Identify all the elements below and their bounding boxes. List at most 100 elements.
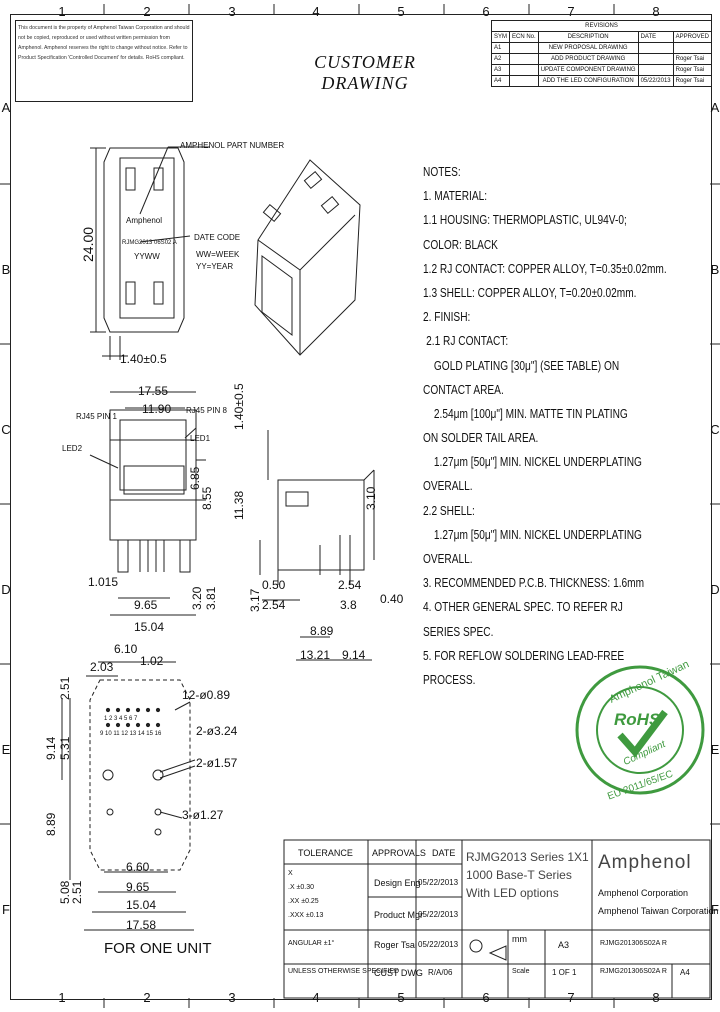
dim-15-04-fp: 15.04 <box>126 898 157 912</box>
dim-hole-3-24: 2-ø3.24 <box>196 724 238 738</box>
dim-11-90: 11.90 <box>142 402 172 416</box>
tolerance-line: .X ±0.30 <box>288 884 315 891</box>
dim-9-14-fp: 9.14 <box>44 736 58 760</box>
part-brand-label: Amphenol <box>126 216 163 225</box>
note-line: 3. RECOMMENDED P.C.B. THICKNESS: 1.6mm <box>423 575 645 591</box>
dim-13-21: 13.21 <box>300 648 331 662</box>
dim-9-65-fp: 9.65 <box>126 880 150 894</box>
revisions-table: REVISIONS SYM ECN No. DESCRIPTION DATE A… <box>490 20 712 87</box>
part-number-bottom: RJMG201306S02A R <box>600 968 667 975</box>
note-line: CONTACT AREA. <box>423 381 504 397</box>
rohs-label: RoHS <box>614 710 661 729</box>
title-block-lines <box>283 839 711 999</box>
callout-rj-pin1: RJ45 PIN 1 <box>76 412 117 421</box>
callout-ww-week: WW=WEEK <box>196 250 240 259</box>
dim-hole-1-27: 3-ø1.27 <box>182 808 224 822</box>
dim-2-51-top: 2.51 <box>58 676 72 700</box>
company-logo: Amphenol <box>598 852 692 873</box>
note-line: COLOR: BLACK <box>423 236 498 252</box>
approval-role: Product Mgr <box>374 910 424 920</box>
row-marker: B <box>1 262 11 277</box>
sheet-size: A3 <box>558 940 570 950</box>
note-line: PROCESS. <box>423 671 476 687</box>
dim-8-89-side: 8.89 <box>310 624 334 638</box>
rev-cell: A4 <box>490 75 511 87</box>
dim-1-40: 1.40±0.5 <box>120 352 167 366</box>
approval-date: 05/22/2013 <box>418 878 459 887</box>
note-line: 1.27μm [50μ"] MIN. NICKEL UNDERPLATING <box>433 526 642 542</box>
note-line: SERIES SPEC. <box>423 623 494 639</box>
revision-row: A1 NEW PROPOSAL DRAWING <box>490 42 712 54</box>
pcb-footprint <box>61 661 196 931</box>
company-line: Amphenol Taiwan Corporation <box>598 906 719 916</box>
approvals-header: APPROVALS <box>372 848 426 858</box>
row-marker: A <box>1 100 11 115</box>
row-marker: C <box>710 422 720 437</box>
dim-8-55: 8.55 <box>200 486 214 510</box>
side-front-view <box>89 391 206 616</box>
isometric-view <box>139 146 361 356</box>
notes-block: NOTES: 1. MATERIAL: 1.1 HOUSING: THERMOP… <box>423 160 713 692</box>
description-line: 1000 Base-T Series <box>466 868 572 882</box>
part-number: RJMG201306S02A R <box>600 940 667 947</box>
note-line: 5. FOR REFLOW SOLDERING LEAD-FREE <box>423 647 625 663</box>
angular-tolerance: ANGULAR ±1° <box>288 940 335 947</box>
pin-numbers-bottom: 9 10 11 12 13 14 15 16 <box>100 731 162 737</box>
callout-yy-year: YY=YEAR <box>196 262 234 271</box>
approval-role: Design Eng <box>374 878 421 888</box>
tolerance-line: X <box>288 870 293 877</box>
approval-role: Roger Tsai <box>374 940 417 950</box>
dim-hole-1-57: 2-ø1.57 <box>196 756 238 770</box>
note-line: 4. OTHER GENERAL SPEC. TO REFER RJ <box>423 599 623 615</box>
callout-for-one-unit: FOR ONE UNIT <box>104 940 212 957</box>
dim-9-14-side: 9.14 <box>342 648 366 662</box>
callout-led1: LED1 <box>190 434 211 443</box>
dim-17-55: 17.55 <box>138 384 169 398</box>
dim-2-54-a: 2.54 <box>262 598 286 612</box>
note-line: 1.27μm [50μ"] MIN. NICKEL UNDERPLATING <box>433 454 642 470</box>
proprietary-notice: This document is the property of Ampheno… <box>15 20 193 102</box>
dim-3-8: 3.8 <box>340 598 357 612</box>
callout-part-number: AMPHENOL PART NUMBER <box>180 141 285 150</box>
dim-1-02: 1.02 <box>140 654 164 668</box>
row-marker: F <box>2 902 10 917</box>
note-line: 2.54μm [100μ"] MIN. MATTE TIN PLATING <box>433 405 628 421</box>
rev-cell: Roger Tsai <box>672 75 712 87</box>
dim-1-40-side: 1.40±0.5 <box>232 383 246 430</box>
column-marker: 8 <box>652 4 660 19</box>
dim-2-51-bottom: 2.51 <box>70 880 84 904</box>
dim-2-54-b: 2.54 <box>338 578 362 592</box>
row-marker: D <box>710 582 720 597</box>
description-line: RJMG2013 Series 1X1 <box>466 850 589 864</box>
pin-numbers-top: 1 2 3 4 5 6 7 <box>104 716 138 722</box>
note-line: 2. FINISH: <box>423 309 471 325</box>
note-line: OVERALL. <box>423 551 473 566</box>
rev-cell: A1 <box>490 42 511 54</box>
callout-rj-pin8: RJ45 PIN 8 <box>186 406 227 415</box>
drawing-title: CUSTOMER DRAWING <box>314 52 416 93</box>
dim-6-10: 6.10 <box>114 642 138 656</box>
column-marker: 2 <box>143 990 151 1005</box>
note-line: NOTES: <box>423 164 461 179</box>
approval-date: 05/22/2013 <box>418 910 459 919</box>
callout-led2: LED2 <box>62 444 83 453</box>
dim-24-00: 24.00 <box>80 226 96 262</box>
sheet-number: 1 OF 1 <box>552 968 577 977</box>
dim-3-10: 3.10 <box>364 486 378 510</box>
drawing-frame <box>10 14 712 1000</box>
column-marker: 3 <box>228 990 236 1005</box>
scale-label: Scale <box>512 968 530 975</box>
dim-6-60: 6.60 <box>126 860 150 874</box>
dim-8-89-fp: 8.89 <box>44 812 58 836</box>
description-line: With LED options <box>466 886 559 900</box>
dim-3-17: 3.17 <box>248 588 262 612</box>
approval-role: CUST DWG <box>374 968 423 978</box>
column-marker: 3 <box>228 4 236 19</box>
column-marker: 5 <box>397 4 405 19</box>
note-line: 1.2 RJ CONTACT: COPPER ALLOY, T=0.35±0.0… <box>423 260 667 276</box>
dim-0-40: 0.40 <box>380 592 404 606</box>
part-yyww-label: YYWW <box>134 252 160 261</box>
units: mm <box>512 934 527 944</box>
